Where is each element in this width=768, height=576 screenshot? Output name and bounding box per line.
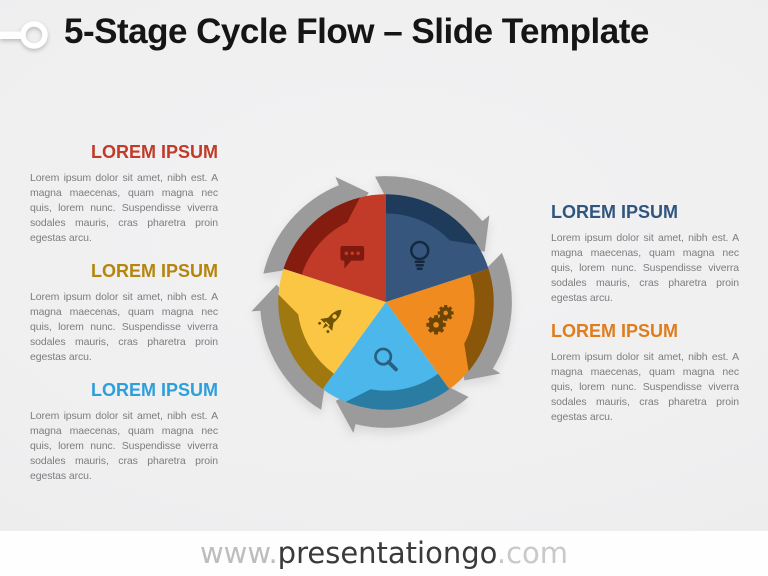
slice-body — [386, 213, 489, 303]
lorem-heading: LOREM IPSUM — [90, 380, 218, 400]
text-block-left-1: LOREM IPSUM Lorem ipsum dolor sit amet, … — [30, 142, 218, 246]
text-block-right-2: LOREM IPSUM Lorem ipsum dolor sit amet, … — [551, 321, 739, 425]
slide-bullet-ring-icon — [0, 21, 48, 49]
lightbulb-icon — [410, 240, 430, 271]
cycle-slice — [386, 194, 489, 303]
comment-icon — [340, 245, 365, 269]
lorem-heading: LOREM IPSUM — [90, 261, 218, 281]
text-block-left-3: LOREM IPSUM Lorem ipsum dolor sit amet, … — [30, 380, 218, 484]
search-icon — [374, 347, 398, 372]
lorem-body: Lorem ipsum dolor sit amet, nibh est. A … — [551, 232, 739, 304]
cycle-flow-diagram — [251, 176, 512, 433]
lorem-body: Lorem ipsum dolor sit amet, nibh est. A … — [30, 410, 218, 482]
footer-brand: presentationgo — [277, 536, 497, 570]
lorem-heading: LOREM IPSUM — [551, 202, 679, 222]
footer-www: www. — [199, 536, 278, 570]
lorem-heading: LOREM IPSUM — [90, 142, 218, 162]
cycle-slice — [322, 302, 450, 410]
lorem-heading: LOREM IPSUM — [551, 321, 679, 341]
rocket-icon — [318, 309, 342, 334]
slide-canvas: 5-Stage Cycle Flow – Slide Template LORE… — [0, 0, 768, 531]
text-block-right-1: LOREM IPSUM Lorem ipsum dolor sit amet, … — [551, 202, 739, 306]
gears-icon — [426, 305, 454, 335]
page-title: 5-Stage Cycle Flow – Slide Template — [64, 12, 649, 51]
footer-com: .com — [496, 536, 569, 570]
slice-body — [322, 302, 439, 402]
slice-rim — [386, 194, 478, 256]
slice-rim — [283, 197, 365, 275]
slice-rim — [278, 294, 335, 390]
lorem-body: Lorem ipsum dolor sit amet, nibh est. A … — [551, 351, 739, 423]
footer-bar: www.presentationgo.com — [0, 531, 768, 576]
footer-url: www.presentationgo.com — [200, 531, 568, 576]
text-block-left-2: LOREM IPSUM Lorem ipsum dolor sit amet, … — [30, 261, 218, 365]
lorem-body: Lorem ipsum dolor sit amet, nibh est. A … — [30, 172, 218, 244]
lorem-body: Lorem ipsum dolor sit amet, nibh est. A … — [30, 291, 218, 363]
